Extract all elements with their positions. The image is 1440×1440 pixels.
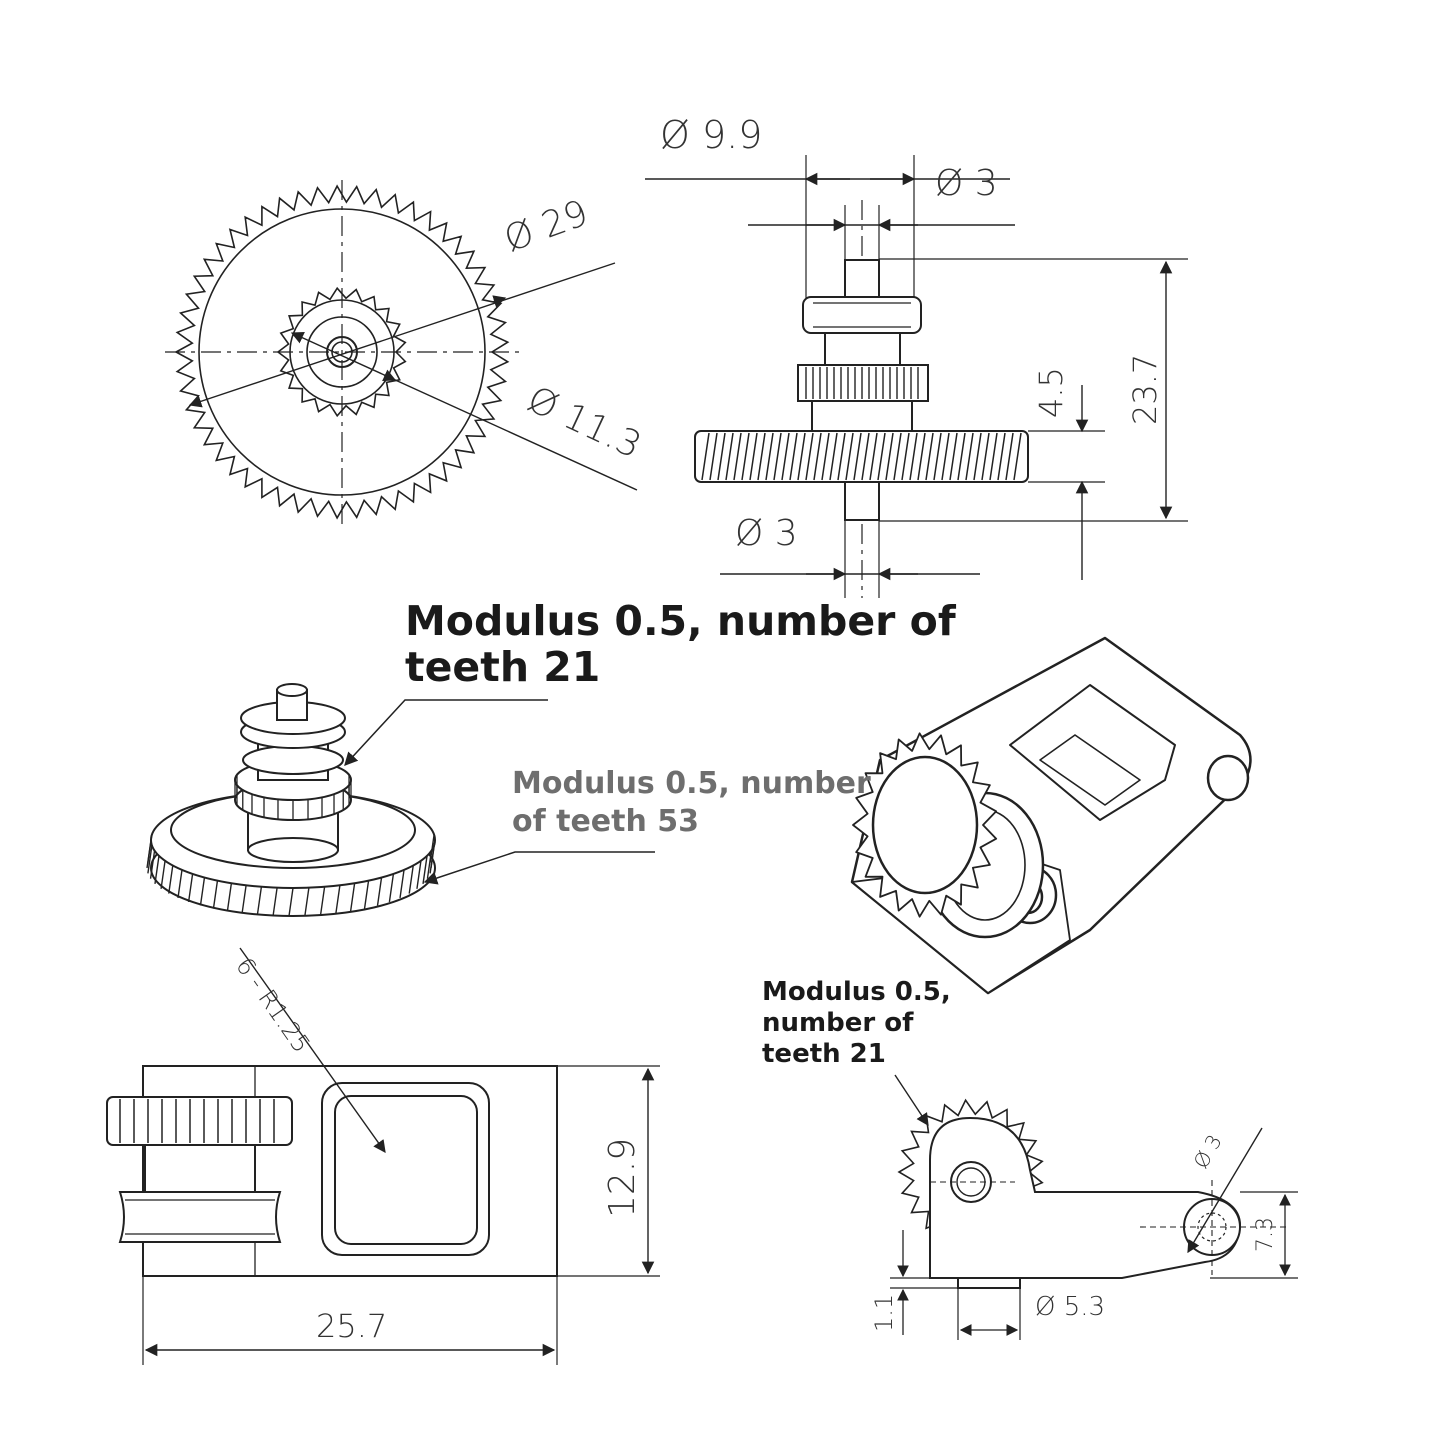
large-gear-annotation: Modulus 0.5, number of teeth 53 <box>512 766 871 839</box>
gear-front-view <box>165 180 638 528</box>
gear-tooth-line <box>877 432 886 481</box>
arm-side-view <box>890 1074 1298 1340</box>
gear-tooth-line <box>272 887 278 916</box>
boss-height-label: 1.1 <box>870 1294 898 1332</box>
gear-tooth-line <box>725 432 734 481</box>
gear-tooth-line <box>925 432 934 481</box>
gear-tooth-line <box>376 877 383 906</box>
gear-tooth-line <box>1005 432 1014 481</box>
arm-height-label: 12.9 <box>602 1138 643 1218</box>
gear-tooth-line <box>288 887 294 917</box>
gear-tooth-line <box>957 432 966 481</box>
gear-thickness-label: 4.5 <box>1032 367 1070 418</box>
gear-tooth-line <box>749 432 758 481</box>
gear-tooth-line <box>901 432 910 481</box>
gear-tooth-line <box>147 845 153 874</box>
arm-3d <box>850 636 1252 995</box>
gear-tooth-line <box>416 860 422 889</box>
gear-tooth-line <box>168 865 174 894</box>
gear-tooth-line <box>335 885 341 914</box>
pivot-hole-label: Ø 3 <box>1189 1130 1227 1172</box>
gear-tooth-line <box>861 432 870 481</box>
gear-tooth-line <box>709 432 718 481</box>
gear-assembly-3d <box>146 683 655 917</box>
gear-tooth-line <box>981 432 990 481</box>
gear-tooth-line <box>147 834 153 863</box>
big-gear-teeth <box>174 184 510 520</box>
small-gear-diameter-label: Ø 11.3 <box>521 379 647 467</box>
arm-top-view <box>106 947 660 1365</box>
gear-tooth-line <box>160 860 166 889</box>
gear-tooth-line <box>941 432 950 481</box>
gear-tooth-line <box>399 869 405 899</box>
gear-tooth-line <box>177 869 183 899</box>
gear-tooth-line <box>973 432 982 481</box>
gear-tooth-line <box>741 432 750 481</box>
gear-tooth-line <box>733 432 742 481</box>
gear-tooth-line <box>408 865 414 894</box>
arm-end-height-label: 7.3 <box>1253 1217 1278 1252</box>
gear-tooth-line <box>757 432 766 481</box>
gear-tooth-line <box>797 432 806 481</box>
gear-tooth-line <box>226 883 233 912</box>
shaft-top-diameter-label: Ø 3 <box>935 163 998 204</box>
gear-tooth-line <box>773 432 782 481</box>
main-gear-annotation: Modulus 0.5, number of teeth 21 <box>405 597 956 691</box>
total-height-label: 23.7 <box>1126 354 1164 425</box>
gear-tooth-line <box>869 432 878 481</box>
gear-tooth-line <box>997 432 1006 481</box>
gear-tooth-line <box>717 432 726 481</box>
gear-tooth-line <box>319 886 326 915</box>
small-gear-annotation: Modulus 0.5, number of teeth 21 <box>762 977 951 1069</box>
gear-tooth-line <box>1013 432 1022 481</box>
gear-tooth-line <box>893 432 902 481</box>
arm-length-label: 25.7 <box>316 1307 387 1345</box>
gear-tooth-line <box>199 877 206 906</box>
gear-tooth-line <box>187 873 194 903</box>
gear-tooth-line <box>781 432 790 481</box>
small-gear-side <box>797 364 929 402</box>
gear-tooth-line <box>845 432 854 481</box>
gear-tooth-line <box>805 432 814 481</box>
gear-tooth-line <box>212 880 219 909</box>
gear-tooth-line <box>765 432 774 481</box>
gear-tooth-line <box>965 432 974 481</box>
gear-tooth-line <box>429 845 435 874</box>
gear-tooth-line <box>933 432 942 481</box>
gear-tooth-line <box>989 432 998 481</box>
gear-tooth-line <box>829 432 838 481</box>
gear-tooth-line <box>349 883 356 912</box>
gear-tooth-line <box>256 886 263 915</box>
gear-tooth-line <box>821 432 830 481</box>
gear-tooth-line <box>429 834 435 863</box>
gear-side-view <box>645 155 1188 598</box>
corner-radius-label: 6 - R1.25 <box>230 952 316 1058</box>
gear-tooth-line <box>813 432 822 481</box>
gear-tooth-line <box>853 432 862 481</box>
gear-tooth-line <box>241 885 247 914</box>
gear-tooth-line <box>789 432 798 481</box>
gear-tooth-line <box>422 855 428 884</box>
gear-tooth-line <box>304 887 310 916</box>
big-gear-diameter-label: Ø 29 <box>499 193 593 261</box>
gear-tooth-line <box>363 880 370 909</box>
gear-tooth-line <box>949 432 958 481</box>
gear-tooth-line <box>837 432 846 481</box>
gear-tooth-line <box>388 873 395 903</box>
gear-tooth-line <box>885 432 894 481</box>
pulley-diameter-label: Ø 9.9 <box>660 113 762 157</box>
gear-tooth-line <box>154 855 160 884</box>
shaft-bottom-diameter-label: Ø 3 <box>735 513 798 554</box>
gear-tooth-line <box>917 432 926 481</box>
gear-tooth-line <box>149 850 156 879</box>
small-gear-teeth <box>276 286 407 418</box>
gear-tooth-line <box>909 432 918 481</box>
boss-diameter-label: Ø 5.3 <box>1035 1292 1105 1322</box>
gear-tooth-line <box>701 432 710 481</box>
